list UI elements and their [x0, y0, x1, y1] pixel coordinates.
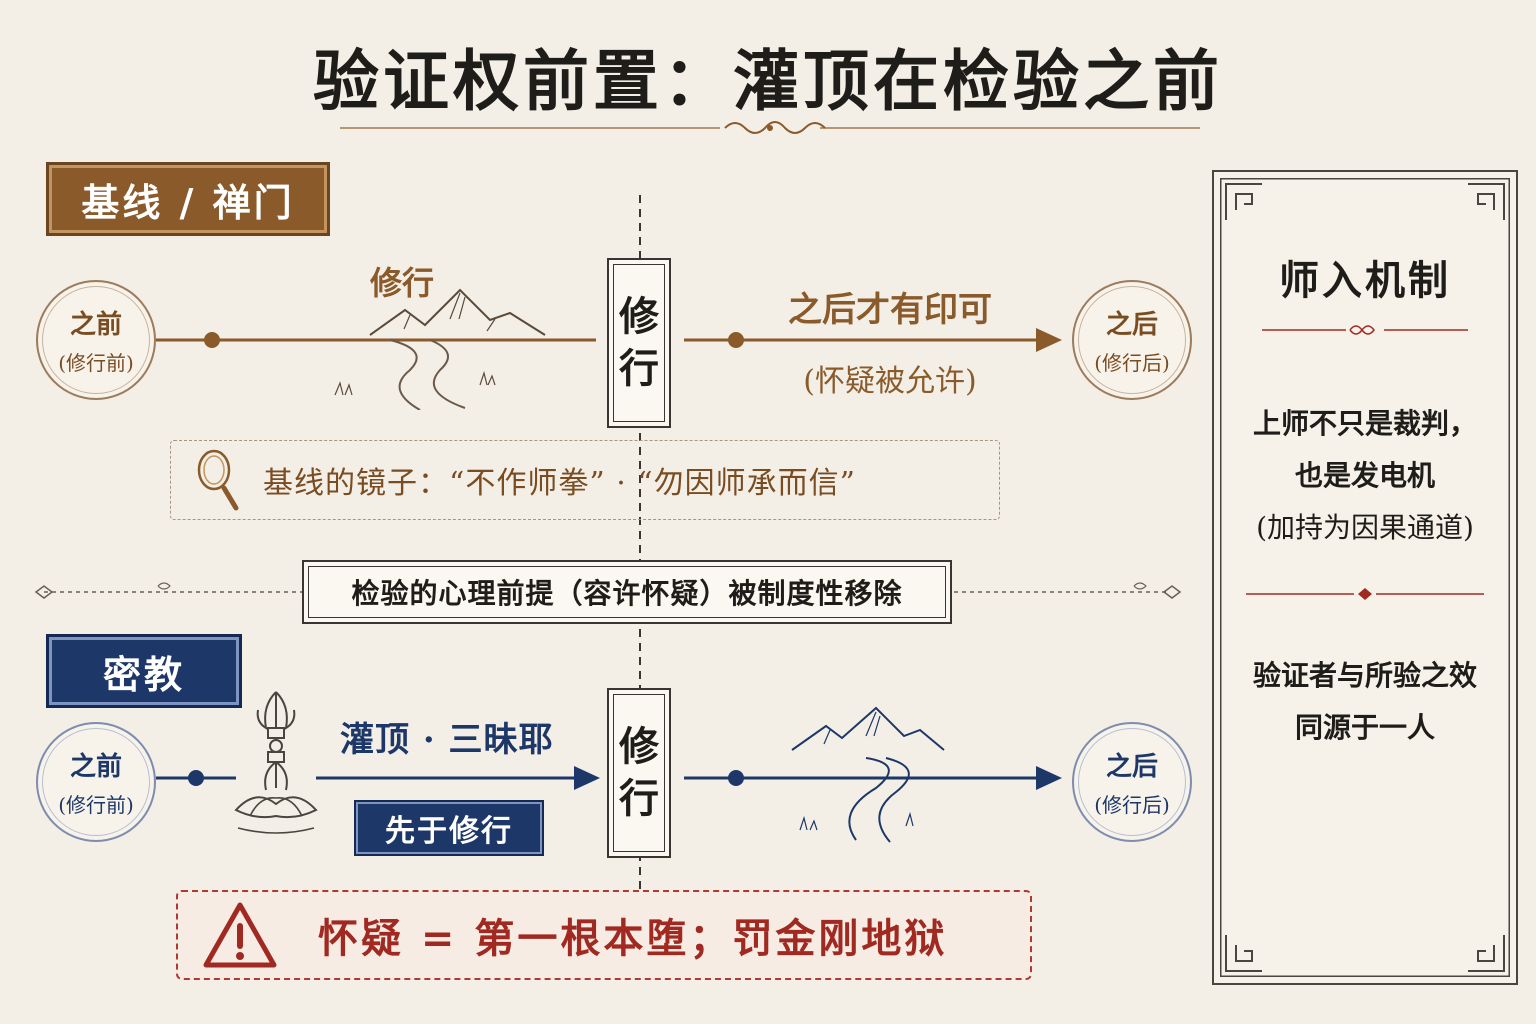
panel-text-2: 验证者与所验之效 同源于一人	[1212, 650, 1518, 754]
section-badge-tantra: 密教	[46, 634, 242, 708]
panel-text-1: 上师不只是裁判， 也是发电机 (加持为因果通道)	[1212, 398, 1518, 554]
tantra-after-label: 之后	[1105, 752, 1158, 782]
mirror-text: 基线的镜子：“不作师拳” · “勿因师承而信”	[263, 466, 856, 501]
chan-before-circle: 之前 (修行前)	[36, 280, 156, 400]
panel-corner-ornaments	[1225, 183, 1505, 972]
tantra-scroll-char-2: 行	[619, 775, 659, 822]
middle-divider	[34, 582, 1182, 599]
chan-timeline	[156, 328, 1062, 352]
mirror-icon	[197, 449, 239, 511]
page-title: 验证权前置：灌顶在检验之前	[313, 42, 1223, 120]
vajra-lotus-icon	[234, 691, 318, 834]
tantra-after-sub: (修行后)	[1094, 793, 1170, 817]
tantra-before-circle: 之前 (修行前)	[36, 722, 156, 842]
tantra-mountain-river-icon	[791, 706, 945, 843]
panel-text-1-line-1: 上师不只是裁判，	[1252, 407, 1477, 440]
chan-after-label: 之后	[1105, 310, 1158, 340]
tantra-before-label: 之前	[69, 752, 122, 782]
chan-after-sub: (修行后)	[1094, 351, 1170, 375]
chan-scroll-char-1: 修	[619, 293, 659, 340]
warning-text: 怀疑 = 第一根本堕；罚金刚地狱	[318, 915, 948, 962]
panel-divider	[1246, 588, 1484, 600]
section-badge-chan: 基线 / 禅门	[46, 162, 330, 236]
before-practice-badge: 先于修行	[354, 800, 544, 856]
title-ornament	[340, 121, 1200, 134]
middle-statement-text: 检验的心理前提（容许怀疑）被制度性移除	[351, 577, 903, 610]
chan-scroll-char-2: 行	[619, 345, 659, 392]
empowerment-label: 灌顶 · 三昧耶	[340, 720, 554, 760]
chan-before-sub: (修行前)	[58, 351, 134, 375]
tantra-before-sub: (修行前)	[58, 793, 134, 817]
warning-icon	[203, 902, 277, 968]
mountain-river-icon	[334, 288, 546, 410]
chan-practice-scroll: 修 行	[607, 258, 671, 428]
panel-text-1-line-2: 也是发电机	[1294, 459, 1435, 492]
panel-text-2-line-2: 同源于一人	[1294, 711, 1435, 744]
panel-title: 师入机制	[1279, 257, 1451, 304]
panel-title-ornament	[1262, 325, 1468, 335]
tantra-scroll-char-1: 修	[619, 723, 659, 770]
panel-text-1-line-3: (加持为因果通道)	[1256, 511, 1474, 544]
tantra-after-circle: 之后 (修行后)	[1072, 722, 1192, 842]
side-panel	[1212, 170, 1518, 985]
tantra-timeline	[156, 766, 1062, 790]
chan-after-circle: 之后 (修行后)	[1072, 280, 1192, 400]
chan-before-label: 之前	[69, 310, 122, 340]
chan-seal-label: 之后才有印可	[788, 290, 992, 330]
chan-seal-sub: (怀疑被允许)	[803, 364, 977, 399]
middle-statement: 检验的心理前提（容许怀疑）被制度性移除	[302, 560, 952, 624]
mirror-callout: 基线的镜子：“不作师拳” · “勿因师承而信”	[170, 440, 1000, 520]
warning-callout: 怀疑 = 第一根本堕；罚金刚地狱	[176, 890, 1032, 980]
chan-practice-label: 修行	[370, 264, 435, 302]
panel-text-2-line-1: 验证者与所验之效	[1252, 659, 1477, 692]
tantra-practice-scroll: 修 行	[607, 688, 671, 858]
